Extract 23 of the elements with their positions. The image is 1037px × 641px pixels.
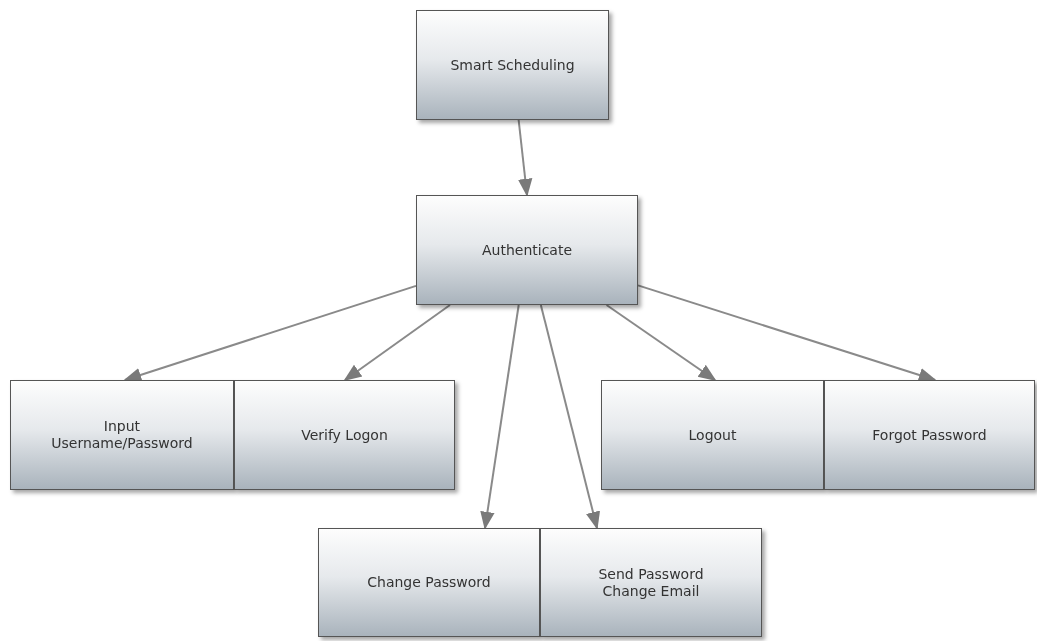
box-label: Verify Logon <box>301 426 388 444</box>
box-label: Forgot Password <box>872 426 987 444</box>
box-label: Logout <box>688 426 737 444</box>
process-box <box>824 380 1035 490</box>
arrow <box>517 119 533 197</box>
arrow <box>343 304 451 382</box>
box-label: Smart Scheduling <box>450 56 575 74</box>
arrow <box>539 304 601 530</box>
process-box <box>601 380 824 490</box>
process-box <box>540 528 762 637</box>
box-label: Send Password Change Email <box>597 565 705 600</box>
arrow <box>637 284 937 382</box>
box-label: Input Username/Password <box>50 418 194 452</box>
process-box <box>318 528 540 637</box>
process-box <box>234 380 455 490</box>
arrow <box>480 304 520 530</box>
box-label: Change Password <box>367 574 491 591</box>
arrow <box>123 284 417 382</box>
box-label: Authenticate <box>481 241 573 259</box>
process-box <box>416 10 609 120</box>
process-box <box>10 380 234 490</box>
arrow <box>605 304 717 381</box>
process-box <box>416 195 638 305</box>
